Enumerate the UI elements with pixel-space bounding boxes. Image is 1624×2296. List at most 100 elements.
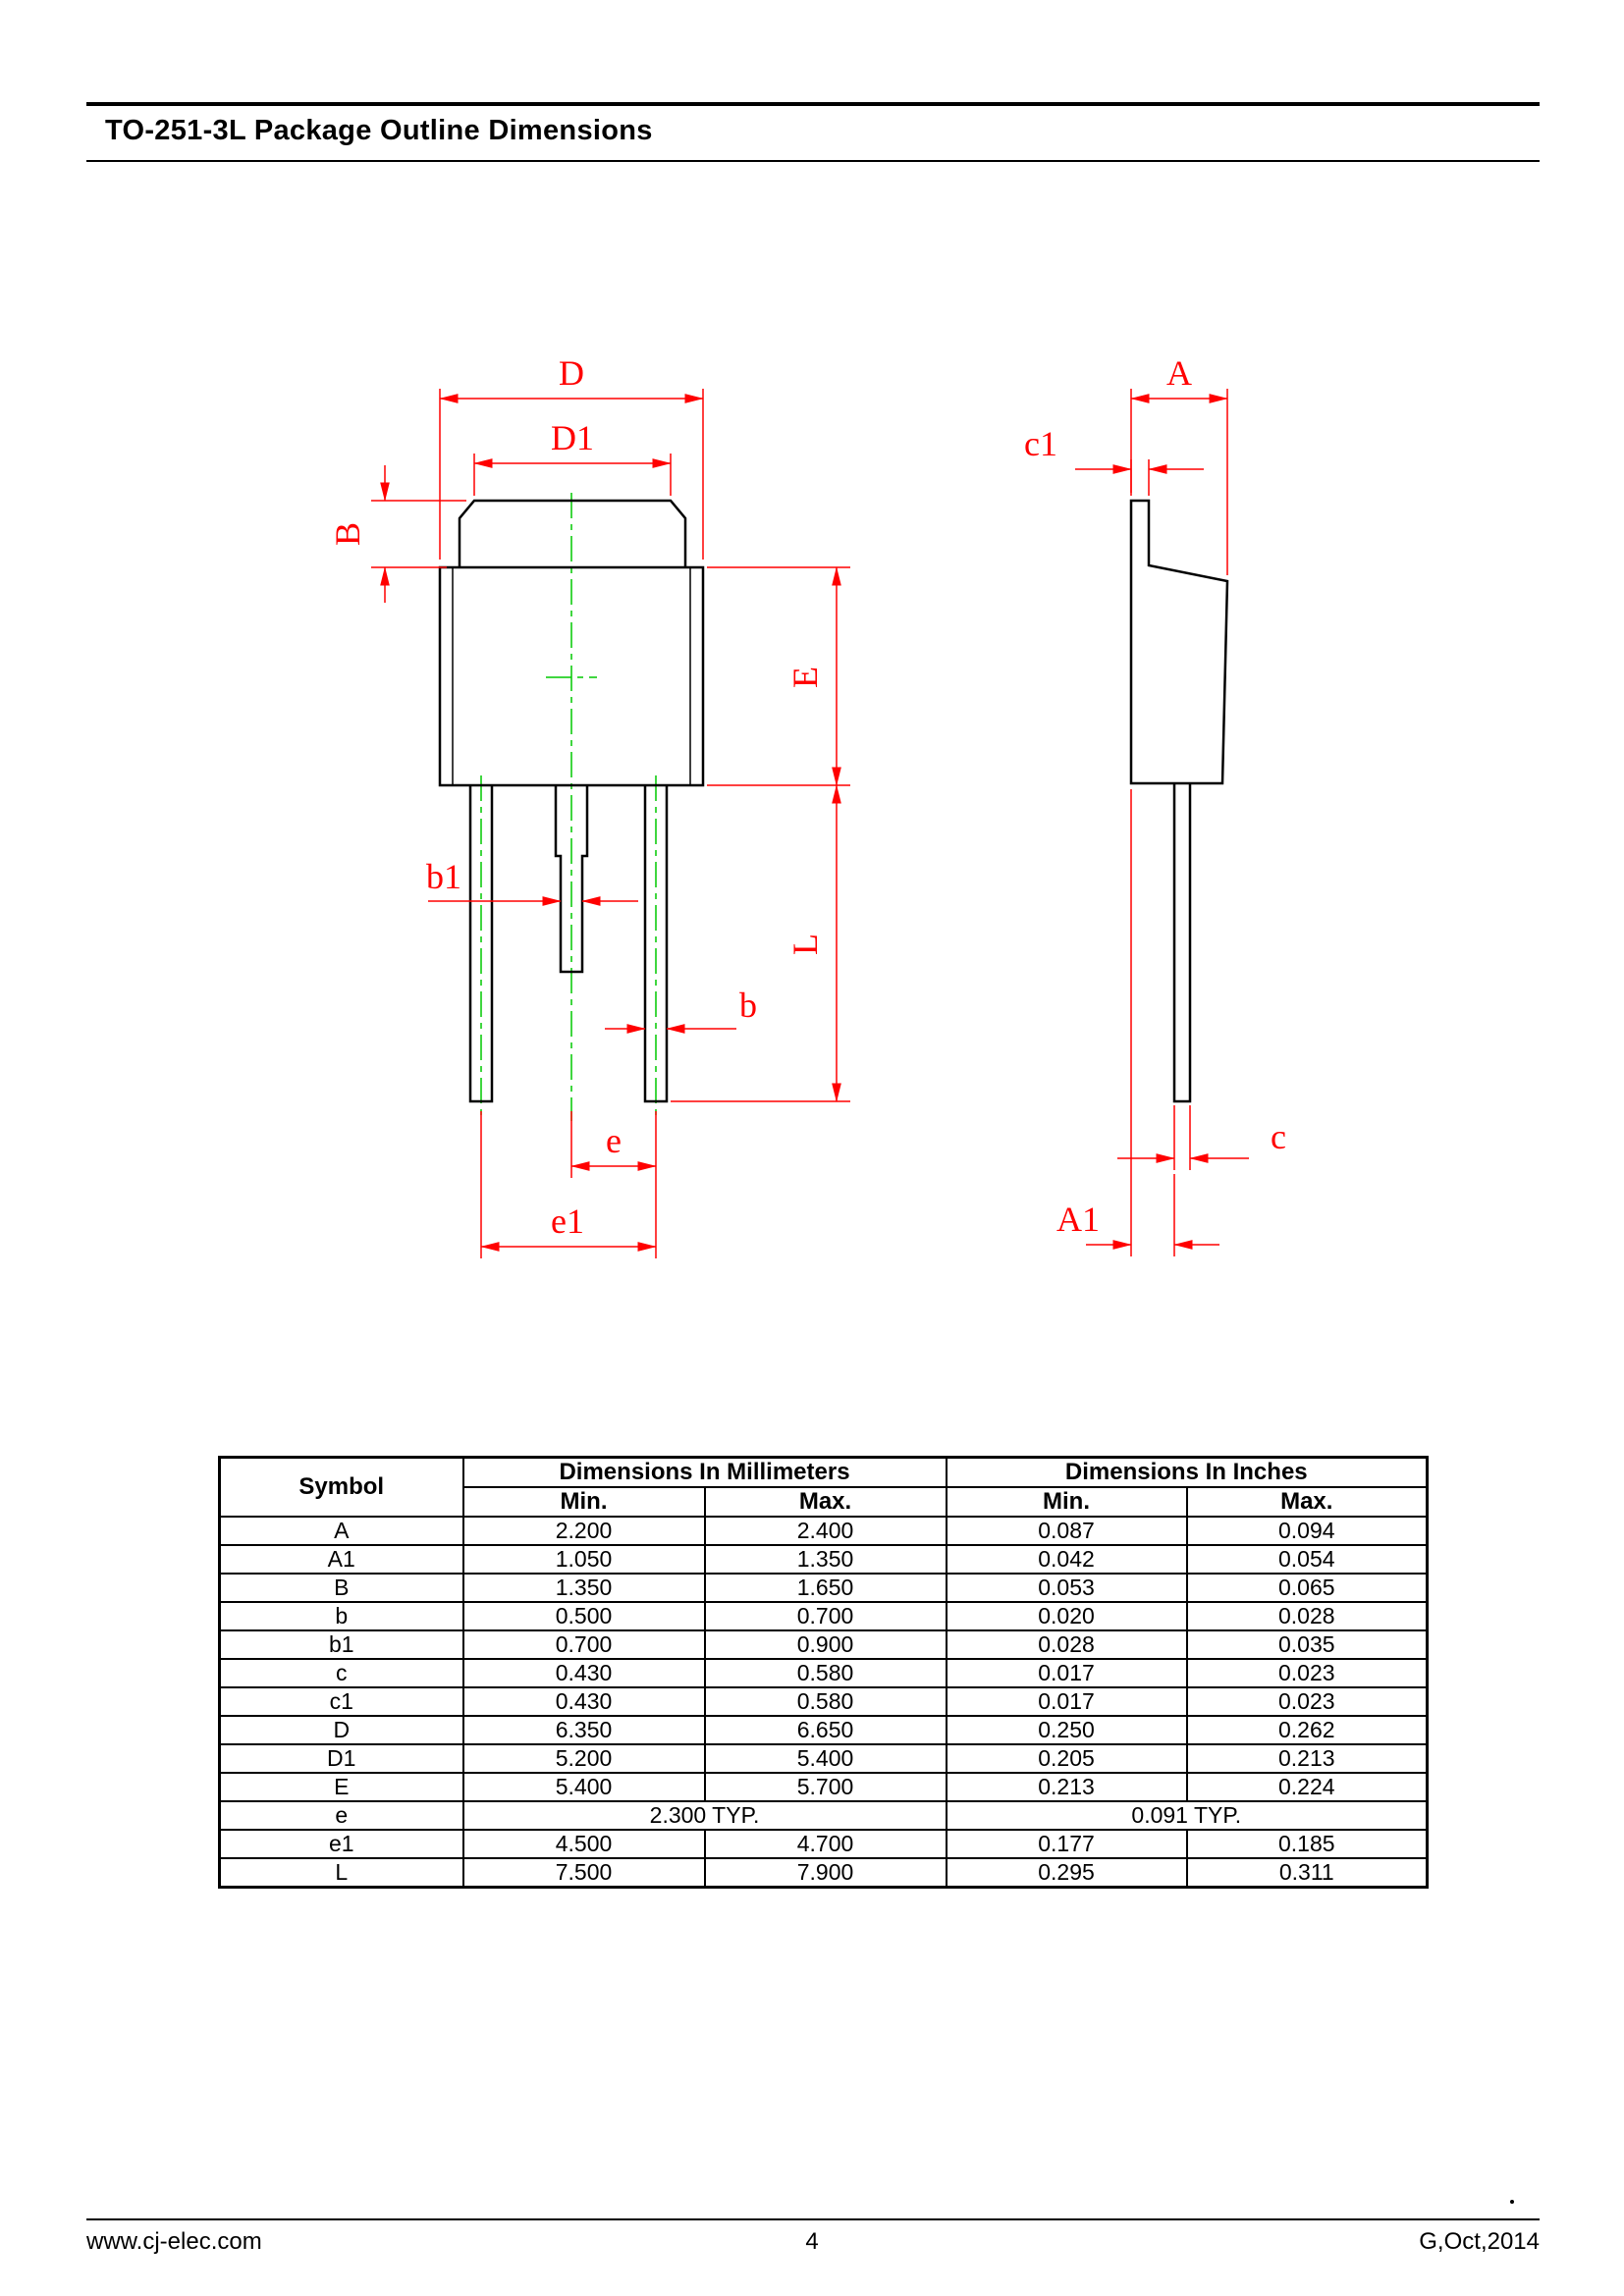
dimensions-table-section: Symbol Dimensions In Millimeters Dimensi… bbox=[218, 1456, 1430, 1889]
in-min-cell: 0.087 bbox=[945, 1516, 1188, 1546]
mm-max-cell: 6.650 bbox=[703, 1715, 947, 1745]
in-min-cell: 0.028 bbox=[945, 1629, 1188, 1660]
column-header-mm-max: Max. bbox=[703, 1486, 947, 1518]
mm-typ-cell: 2.300 TYP. bbox=[461, 1800, 947, 1831]
dim-label-D: D bbox=[559, 353, 584, 393]
in-min-cell: 0.042 bbox=[945, 1544, 1188, 1575]
mm-max-cell: 1.350 bbox=[703, 1544, 947, 1575]
in-max-cell: 0.035 bbox=[1185, 1629, 1429, 1660]
symbol-cell: A1 bbox=[218, 1544, 464, 1575]
front-view bbox=[371, 389, 850, 1258]
lead-left bbox=[468, 785, 494, 1103]
side-dimensions bbox=[1075, 389, 1249, 1256]
in-min-cell: 0.017 bbox=[945, 1686, 1188, 1717]
column-header-millimeters: Dimensions In Millimeters bbox=[461, 1456, 947, 1488]
dimension-labels: D D1 B E L b1 b e e1 A c1 c A1 bbox=[328, 353, 1286, 1241]
symbol-cell: b1 bbox=[218, 1629, 464, 1660]
symbol-cell: e bbox=[218, 1800, 464, 1831]
dim-label-b1: b1 bbox=[426, 857, 461, 896]
in-max-cell: 0.185 bbox=[1185, 1829, 1429, 1859]
header-top-rule bbox=[86, 102, 1540, 106]
dim-label-A1: A1 bbox=[1056, 1200, 1100, 1239]
header-bottom-rule bbox=[86, 160, 1540, 162]
symbol-cell: E bbox=[218, 1772, 464, 1802]
in-typ-cell: 0.091 TYP. bbox=[945, 1800, 1429, 1831]
footer-website: www.cj-elec.com bbox=[86, 2228, 262, 2255]
dim-label-L: L bbox=[785, 934, 825, 955]
symbol-cell: e1 bbox=[218, 1829, 464, 1859]
mm-max-cell: 2.400 bbox=[703, 1516, 947, 1546]
package-side-outline bbox=[1129, 499, 1229, 1103]
lead-right bbox=[643, 785, 669, 1103]
dim-e bbox=[570, 1111, 657, 1258]
mm-max-cell: 4.700 bbox=[703, 1829, 947, 1859]
dim-label-e: e bbox=[606, 1121, 622, 1160]
mm-max-cell: 0.580 bbox=[703, 1686, 947, 1717]
centerlines bbox=[480, 493, 657, 1121]
side-view bbox=[1075, 389, 1249, 1256]
dim-e1 bbox=[480, 1111, 657, 1258]
mm-max-cell: 5.400 bbox=[703, 1743, 947, 1774]
column-header-in-max: Max. bbox=[1185, 1486, 1429, 1518]
package-side-profile bbox=[1129, 499, 1229, 785]
symbol-cell: c1 bbox=[218, 1686, 464, 1717]
mm-max-cell: 1.650 bbox=[703, 1573, 947, 1603]
symbol-cell: A bbox=[218, 1516, 464, 1546]
mm-max-cell: 0.580 bbox=[703, 1658, 947, 1688]
dim-E bbox=[707, 566, 850, 786]
dim-B bbox=[371, 465, 466, 603]
mm-min-cell: 0.700 bbox=[461, 1629, 706, 1660]
in-max-cell: 0.094 bbox=[1185, 1516, 1429, 1546]
mm-min-cell: 6.350 bbox=[461, 1715, 706, 1745]
dim-label-E: E bbox=[785, 667, 825, 688]
front-dimensions bbox=[371, 389, 850, 1258]
stray-dot bbox=[1510, 2200, 1514, 2204]
footer-revision: G,Oct,2014 bbox=[1419, 2228, 1540, 2255]
mm-min-cell: 0.500 bbox=[461, 1601, 706, 1631]
mm-min-cell: 1.350 bbox=[461, 1573, 706, 1603]
lead-side bbox=[1172, 783, 1192, 1103]
in-min-cell: 0.017 bbox=[945, 1658, 1188, 1688]
in-max-cell: 0.065 bbox=[1185, 1573, 1429, 1603]
in-min-cell: 0.250 bbox=[945, 1715, 1188, 1745]
dim-A1 bbox=[1086, 789, 1219, 1256]
mm-min-cell: 5.200 bbox=[461, 1743, 706, 1774]
in-max-cell: 0.028 bbox=[1185, 1601, 1429, 1631]
in-min-cell: 0.213 bbox=[945, 1772, 1188, 1802]
mm-max-cell: 5.700 bbox=[703, 1772, 947, 1802]
in-max-cell: 0.054 bbox=[1185, 1544, 1429, 1575]
mm-min-cell: 5.400 bbox=[461, 1772, 706, 1802]
package-body bbox=[438, 565, 705, 787]
page-title: TO-251-3L Package Outline Dimensions bbox=[105, 115, 653, 146]
package-tab bbox=[458, 499, 687, 567]
dim-label-D1: D1 bbox=[551, 418, 594, 457]
package-outline-drawing: D D1 B E L b1 b e e1 A c1 c A1 bbox=[328, 353, 1286, 1258]
in-min-cell: 0.053 bbox=[945, 1573, 1188, 1603]
in-min-cell: 0.177 bbox=[945, 1829, 1188, 1859]
mm-max-cell: 0.700 bbox=[703, 1601, 947, 1631]
mm-min-cell: 1.050 bbox=[461, 1544, 706, 1575]
mm-max-cell: 7.900 bbox=[703, 1857, 947, 1889]
symbol-cell: b bbox=[218, 1601, 464, 1631]
in-min-cell: 0.020 bbox=[945, 1601, 1188, 1631]
dim-label-A: A bbox=[1166, 353, 1192, 393]
mm-max-cell: 0.900 bbox=[703, 1629, 947, 1660]
dim-label-c: c bbox=[1271, 1117, 1286, 1156]
table-header-row-groups: Symbol Dimensions In Millimeters Dimensi… bbox=[218, 1456, 1429, 1518]
dim-D bbox=[439, 389, 704, 560]
in-max-cell: 0.311 bbox=[1185, 1857, 1429, 1889]
table-header-row-minmax: Min. Max. Min. Max. bbox=[220, 1486, 1429, 1518]
dim-A bbox=[1130, 389, 1228, 575]
dim-label-b: b bbox=[739, 986, 757, 1025]
dim-label-e1: e1 bbox=[551, 1201, 584, 1241]
in-max-cell: 0.224 bbox=[1185, 1772, 1429, 1802]
